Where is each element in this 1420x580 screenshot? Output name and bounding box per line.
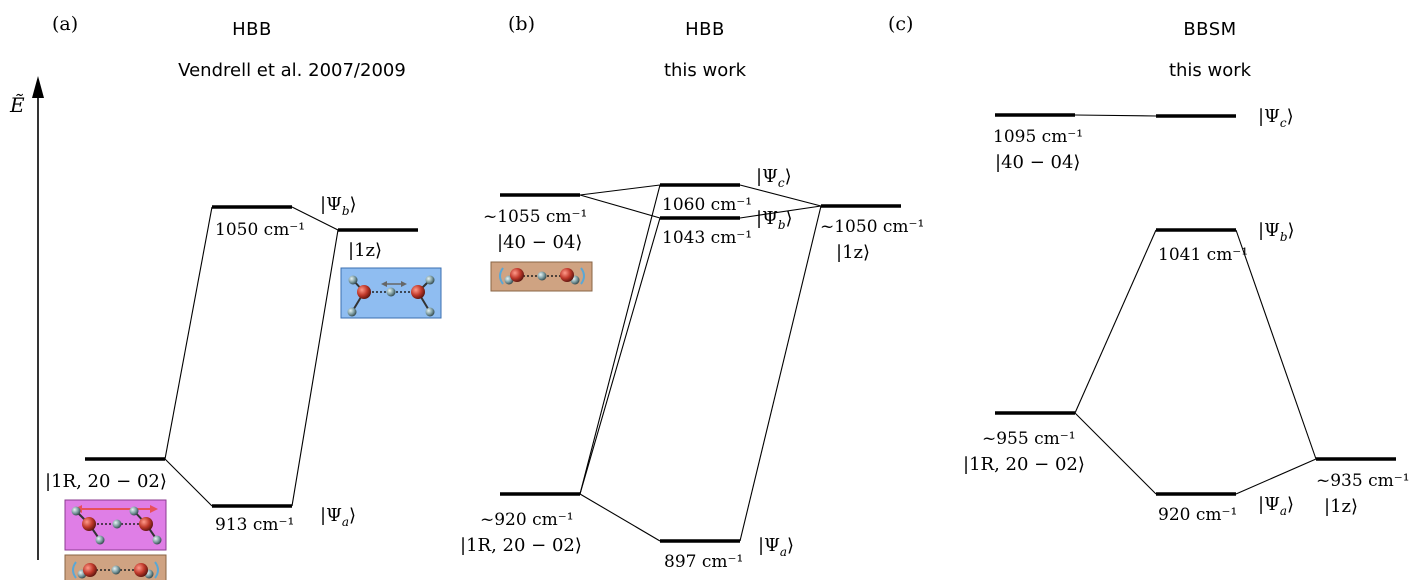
label-c-920: 920 cm⁻¹ [1158,505,1237,525]
panel-b-subtitle: this work [664,60,747,81]
label-c-psi-b: |Ψb​⟩ [1258,220,1295,244]
energy-axis: Ẽ [9,76,44,560]
label-a-1050: 1050 cm⁻¹ [215,220,305,240]
label-b-psi-b: |Ψb​⟩ [756,208,793,232]
oxygen-atom-icon [82,517,96,531]
panel-c: 1095 cm⁻¹ |40 − 04⟩ |Ψc​⟩ 1041 cm⁻¹ |Ψb​… [963,106,1410,525]
label-c-4004: |40 − 04⟩ [995,152,1080,173]
label-b-1055: ~1055 cm⁻¹ [483,207,587,227]
label-c-1z: |1z⟩ [1324,496,1358,517]
panel-c-letter: (c) [888,13,913,35]
label-c-1041: 1041 cm⁻¹ [1158,245,1248,265]
label-c-psi-a: |Ψa​⟩ [1258,494,1294,518]
label-b-1R: |1R, 20 − 02⟩ [460,535,582,556]
label-b-4004: |40 − 04⟩ [497,232,582,253]
label-a-913: 913 cm⁻¹ [215,515,294,535]
panel-a-header: (a) HBB Vendrell et al. 2007/2009 [52,13,406,81]
label-c-1095: 1095 cm⁻¹ [993,127,1083,147]
label-b-1043: 1043 cm⁻¹ [662,228,752,248]
conn-a-1R-psib [164,206,213,460]
label-a-psi-b: |Ψb​⟩ [320,194,357,218]
conn-a-1R-psia [164,458,213,507]
conn-a-psia-1z [291,229,339,507]
hydrogen-atom-icon [71,506,81,516]
conn-a-psib-1z [291,206,339,231]
label-c-935: ~935 cm⁻¹ [1316,471,1410,491]
panel-a-subtitle: Vendrell et al. 2007/2009 [178,60,406,81]
panel-a-title: HBB [232,19,272,40]
panel-b-header: (b) HBB this work [508,13,747,81]
label-c-955: ~955 cm⁻¹ [982,429,1076,449]
panel-c-title: BBSM [1183,19,1236,40]
label-b-897: 897 cm⁻¹ [664,552,743,572]
molecule-box-tan-b [490,261,593,292]
label-b-psi-a: |Ψa​⟩ [758,535,794,559]
label-b-1060: 1060 cm⁻¹ [662,195,752,215]
label-b-1z: |1z⟩ [836,242,870,263]
molecule-box-tan-a [64,554,167,580]
label-b-920: ~920 cm⁻¹ [480,510,574,530]
panel-b-letter: (b) [508,13,535,35]
panel-b: ~1055 cm⁻¹ |40 − 04⟩ 1060 cm⁻¹ 1043 cm⁻¹… [460,166,924,572]
panel-c-header: (c) BBSM this work [888,13,1252,81]
label-c-1R: |1R, 20 − 02⟩ [963,454,1085,475]
panel-b-title: HBB [685,19,725,40]
label-a-psi-a: |Ψa​⟩ [320,505,356,529]
label-b-psi-c: |Ψc​⟩ [756,166,792,190]
panel-a-letter: (a) [52,13,78,35]
energy-axis-label: Ẽ [9,93,25,117]
label-c-psi-c: |Ψc​⟩ [1258,106,1294,130]
label-a-1R: |1R, 20 − 02⟩ [45,471,167,492]
molecule-box-magenta [64,499,167,551]
molecule-box-blue [340,267,442,319]
label-a-1z: |1z⟩ [348,240,382,261]
label-b-1050: ~1050 cm⁻¹ [820,217,924,237]
panel-a: 1050 cm⁻¹ 913 cm⁻¹ |Ψb​⟩ |Ψa​⟩ |1z⟩ |1R,… [45,194,442,580]
panel-c-subtitle: this work [1169,60,1252,81]
